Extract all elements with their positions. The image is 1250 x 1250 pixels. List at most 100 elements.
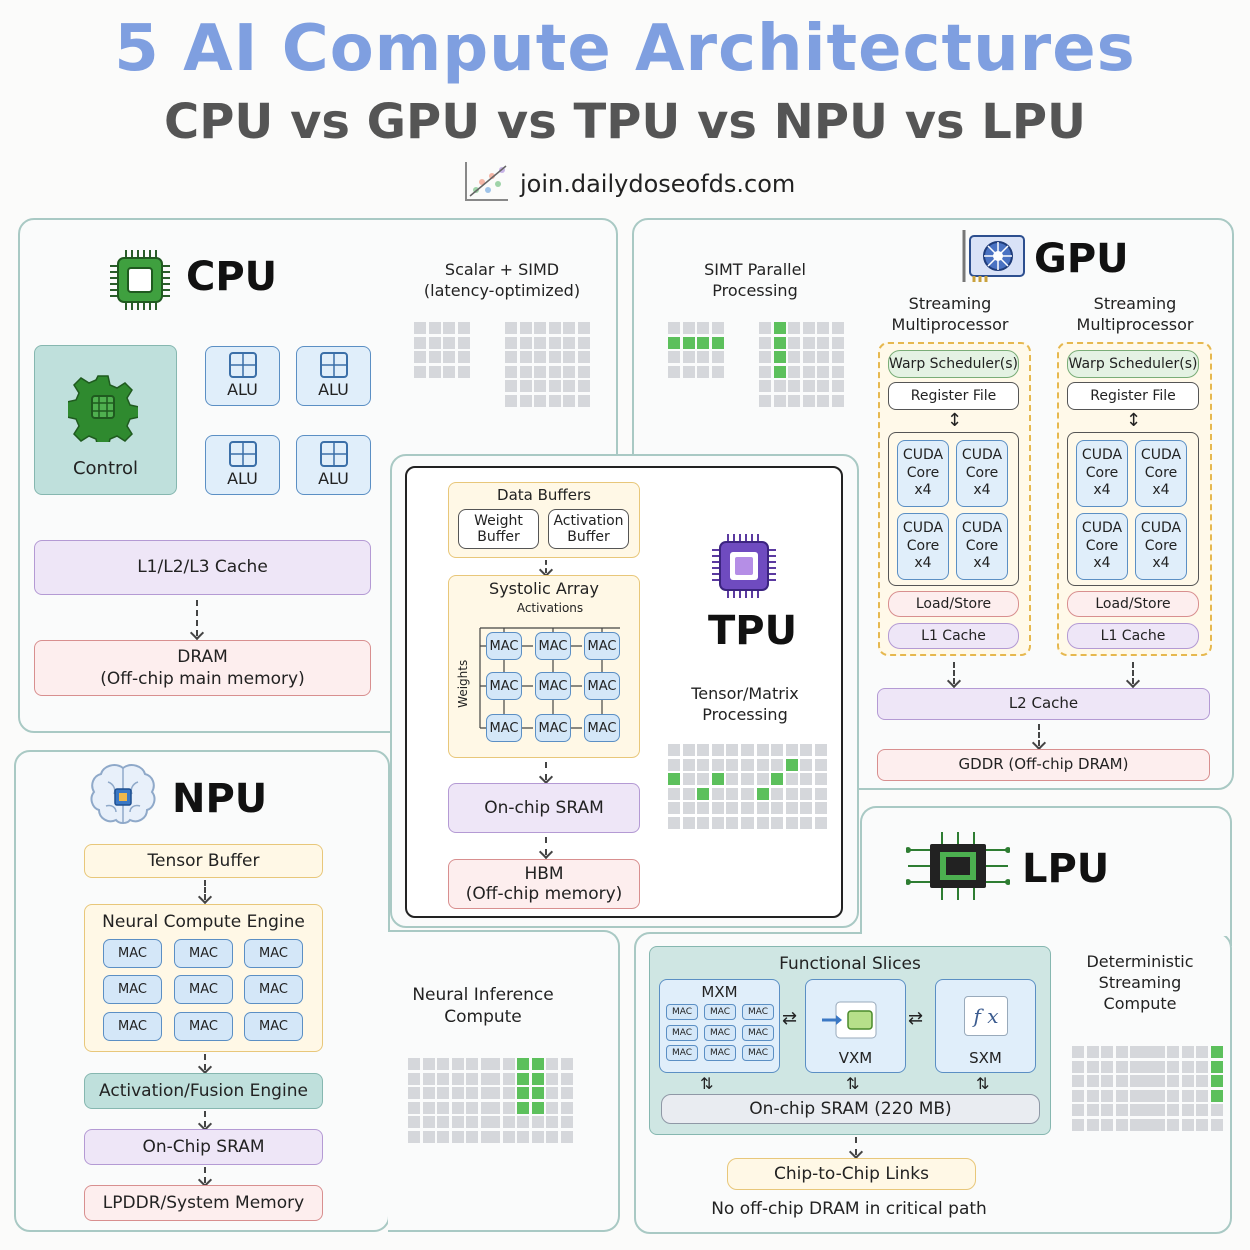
grid-cell	[711, 744, 724, 756]
swap-arrows: ⇄	[782, 1008, 798, 1029]
lpu-mac: MAC	[666, 1045, 698, 1061]
grid-cell	[756, 773, 769, 785]
npu-mac: MAC	[244, 939, 303, 968]
activation-buffer: Activation Buffer	[548, 509, 629, 549]
grid-cell	[814, 744, 827, 756]
grid-cell	[1210, 1089, 1223, 1102]
npu-mac: MAC	[174, 939, 233, 968]
tpu-mac: MAC	[584, 632, 620, 660]
grid-cell	[577, 365, 590, 378]
npu-mac: MAC	[103, 939, 162, 968]
grid-cell	[451, 1072, 464, 1085]
tpu-mac: MAC	[535, 714, 571, 742]
grid-cell	[1167, 1118, 1179, 1131]
grid-cell	[1181, 1075, 1194, 1087]
grid-cell	[773, 336, 786, 349]
grid-cell	[488, 1116, 500, 1128]
grid-cell	[711, 365, 724, 378]
grid-cell	[414, 336, 426, 349]
grid-cell	[756, 802, 769, 814]
grid-cell	[466, 1058, 478, 1070]
grid-cell	[711, 758, 724, 771]
calculator-icon	[229, 352, 257, 382]
tpu-mac: MAC	[584, 714, 620, 742]
grid-cell	[577, 351, 590, 363]
site-url[interactable]: join.dailydoseofds.com	[520, 170, 796, 198]
grid-cell	[517, 1058, 529, 1070]
grid-cell	[802, 380, 815, 392]
grid-cell	[1196, 1089, 1208, 1102]
calculator-icon	[320, 441, 348, 471]
grid-cell	[785, 773, 798, 785]
grid-cell	[534, 322, 546, 334]
grid-cell	[817, 322, 829, 334]
grid-cell	[682, 744, 695, 756]
grid-cell	[577, 336, 590, 349]
cuda-core: CUDA Core x4	[1076, 513, 1128, 580]
grid-cell	[1152, 1104, 1165, 1116]
l2-cache: L2 Cache	[877, 688, 1210, 720]
gpu-arrow	[1132, 662, 1134, 684]
grid-cell	[771, 816, 783, 829]
l1-cache-1: L1 Cache	[888, 623, 1019, 649]
grid-cell	[1086, 1075, 1099, 1087]
grid-cell	[711, 773, 724, 785]
lpu-circuit-icon	[905, 830, 1011, 902]
grid-cell	[443, 336, 455, 349]
grid-cell	[505, 365, 517, 378]
lpu-mac: MAC	[704, 1004, 736, 1020]
tpu-arrow	[545, 762, 547, 780]
grid-cell	[1196, 1046, 1208, 1058]
grid-cell	[422, 1101, 435, 1114]
grid-cell	[1086, 1104, 1099, 1116]
grid-cell	[785, 802, 798, 814]
grid-cell	[1167, 1046, 1179, 1058]
grid-cell	[546, 1130, 558, 1143]
grid-cell	[437, 1116, 449, 1128]
grid-cell	[563, 351, 575, 363]
grid-cell	[831, 365, 844, 378]
npu-mac: MAC	[103, 975, 162, 1004]
lpu-panel-patch	[862, 928, 1230, 936]
grid-cell	[534, 336, 546, 349]
tpu-mac: MAC	[486, 672, 522, 700]
grid-cell	[1072, 1118, 1084, 1131]
grid-cell	[802, 351, 815, 363]
grid-cell	[1101, 1075, 1113, 1087]
grid-cell	[443, 351, 455, 363]
grid-cell	[711, 351, 724, 363]
tpu-grid-b	[742, 744, 829, 831]
grid-cell	[488, 1087, 500, 1099]
grid-cell	[759, 394, 771, 407]
grid-cell	[785, 758, 798, 771]
data-buffers-label: Data Buffers	[497, 486, 591, 504]
cuda-core: CUDA Core x4	[1076, 440, 1128, 507]
grid-cell	[488, 1130, 500, 1143]
lpu-mac: MAC	[704, 1045, 736, 1061]
npu-grid-b	[488, 1058, 575, 1145]
npu-arrow	[204, 1111, 206, 1127]
grid-cell	[814, 787, 827, 800]
alu-label: ALU	[227, 469, 258, 489]
grid-cell	[756, 758, 769, 771]
lpu-heading: LPU	[1022, 846, 1110, 892]
grid-cell	[531, 1130, 544, 1143]
engine-label: Neural Compute Engine	[102, 912, 305, 932]
grid-cell	[800, 773, 812, 785]
grid-cell	[443, 322, 455, 334]
grid-cell	[1210, 1060, 1223, 1073]
cpu-heading: CPU	[186, 254, 278, 300]
grid-cell	[534, 380, 546, 392]
grid-cell	[800, 744, 812, 756]
grid-cell	[577, 380, 590, 392]
sm-title-1: Streaming Multiprocessor	[891, 294, 1009, 334]
grid-cell	[759, 351, 771, 363]
grid-cell	[697, 802, 709, 814]
grid-cell	[1210, 1075, 1223, 1087]
grid-cell	[505, 394, 517, 407]
systolic-label: Systolic Array	[489, 579, 599, 598]
chart-logo-icon	[462, 160, 512, 204]
grid-cell	[682, 365, 695, 378]
grid-cell	[457, 351, 470, 363]
gpu-grid-b	[759, 322, 846, 409]
